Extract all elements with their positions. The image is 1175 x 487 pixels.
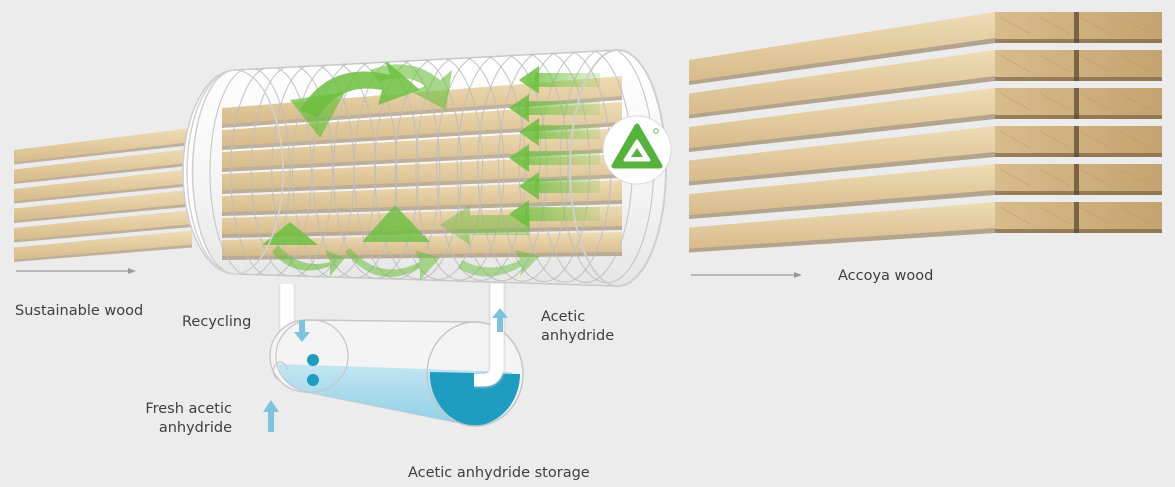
board-joint	[1074, 88, 1079, 119]
sustainable-wood-stack	[14, 128, 192, 262]
grain-line	[1039, 130, 1071, 149]
green-circulation-arrows	[262, 60, 600, 280]
green-arrow	[458, 250, 540, 277]
up-arrow-fresh	[263, 400, 279, 432]
accoya-triangle-logo	[602, 115, 672, 185]
board-joint	[1074, 12, 1079, 43]
down-arrow-recycling	[294, 320, 310, 342]
board-shadow	[222, 200, 622, 216]
wood-board	[222, 128, 622, 168]
wood-board	[14, 230, 192, 260]
board-joint	[1074, 50, 1079, 81]
wood-board	[689, 12, 995, 81]
label-accoya-wood: Accoya wood	[838, 268, 934, 284]
flow-arrow-head	[128, 268, 136, 274]
label-acetic-anhydride: Acetic anhydride	[541, 309, 615, 344]
green-arrow	[345, 248, 440, 280]
green-arrow	[535, 125, 600, 139]
green-arrow	[525, 207, 600, 221]
grain-line	[1079, 168, 1111, 187]
grain-line	[1039, 16, 1071, 35]
green-arrow	[519, 118, 539, 146]
green-arrow	[272, 245, 345, 276]
board-shadow	[689, 190, 995, 219]
grain-line	[999, 54, 1031, 73]
board-joint	[1074, 164, 1079, 195]
grain-line	[1119, 16, 1151, 35]
grain-line	[1119, 92, 1151, 111]
flow-arrow-head	[794, 272, 802, 278]
green-arrow	[262, 222, 318, 245]
green-arrow	[509, 94, 529, 122]
accoya-wood-stack	[689, 12, 1162, 253]
green-arrow	[525, 101, 600, 115]
wood-board	[14, 210, 192, 240]
acetic-anhydride-storage-tank	[269, 319, 524, 427]
green-arrow	[370, 64, 452, 110]
board-shadow	[222, 226, 622, 238]
green-arrow	[362, 205, 430, 242]
wood-board	[689, 164, 995, 215]
grain-line	[999, 130, 1031, 149]
green-arrow	[519, 66, 539, 94]
wood-board	[14, 169, 192, 201]
wood-board	[14, 128, 192, 162]
up-arrow-acetic	[492, 308, 508, 332]
board-shadow	[14, 162, 192, 184]
wood-board	[689, 126, 995, 182]
label-sustainable-wood: Sustainable wood	[15, 303, 144, 319]
grain-line	[1079, 130, 1111, 149]
green-arrow	[535, 179, 600, 193]
grain-line	[1119, 54, 1151, 73]
board-joint	[1074, 202, 1079, 233]
acetic-anhydride-pipe	[474, 284, 506, 389]
board-shadow	[689, 76, 995, 119]
grain-line	[999, 16, 1031, 35]
green-arrow	[525, 151, 600, 165]
grain-line	[1119, 130, 1151, 149]
wood-board	[14, 148, 192, 182]
board-shadow	[689, 114, 995, 152]
wood-board	[689, 50, 995, 115]
green-arrow	[290, 92, 345, 138]
board-shadow	[14, 183, 192, 204]
board-shadow	[14, 244, 192, 262]
board-shadow	[14, 224, 192, 243]
grain-line	[1119, 206, 1151, 225]
board-shadow	[14, 142, 192, 165]
label-storage: Acetic anhydride storage	[408, 465, 590, 481]
grain-line	[1039, 168, 1071, 187]
board-joint	[1074, 126, 1079, 157]
board-shadow	[14, 203, 192, 223]
reactor-vessel	[182, 49, 667, 287]
board-shadow	[689, 152, 995, 186]
board-shadow	[222, 122, 622, 150]
grain-line	[1079, 206, 1111, 225]
green-arrow	[509, 144, 529, 172]
label-recycling: Recycling	[182, 314, 252, 330]
green-arrow	[509, 200, 529, 228]
green-arrow	[519, 172, 539, 200]
grain-line	[1039, 54, 1071, 73]
grain-line	[1119, 168, 1151, 187]
grain-line	[999, 206, 1031, 225]
wood-board	[689, 88, 995, 148]
green-arrow	[440, 205, 530, 245]
board-shadow	[689, 228, 995, 253]
wood-board	[689, 202, 995, 249]
wood-board	[14, 189, 192, 221]
board-shadow	[222, 174, 622, 194]
grain-line	[1039, 92, 1071, 111]
grain-line	[999, 92, 1031, 111]
green-arrow	[535, 73, 600, 87]
grain-line	[1039, 206, 1071, 225]
board-shadow	[689, 38, 995, 85]
fresh-inlet-pipe	[272, 361, 288, 381]
grain-line	[1079, 54, 1111, 73]
grain-line	[999, 168, 1031, 187]
label-fresh-acetic-anhydride: Fresh acetic anhydride	[145, 401, 232, 436]
grain-line	[1079, 16, 1111, 35]
grain-line	[1079, 92, 1111, 111]
